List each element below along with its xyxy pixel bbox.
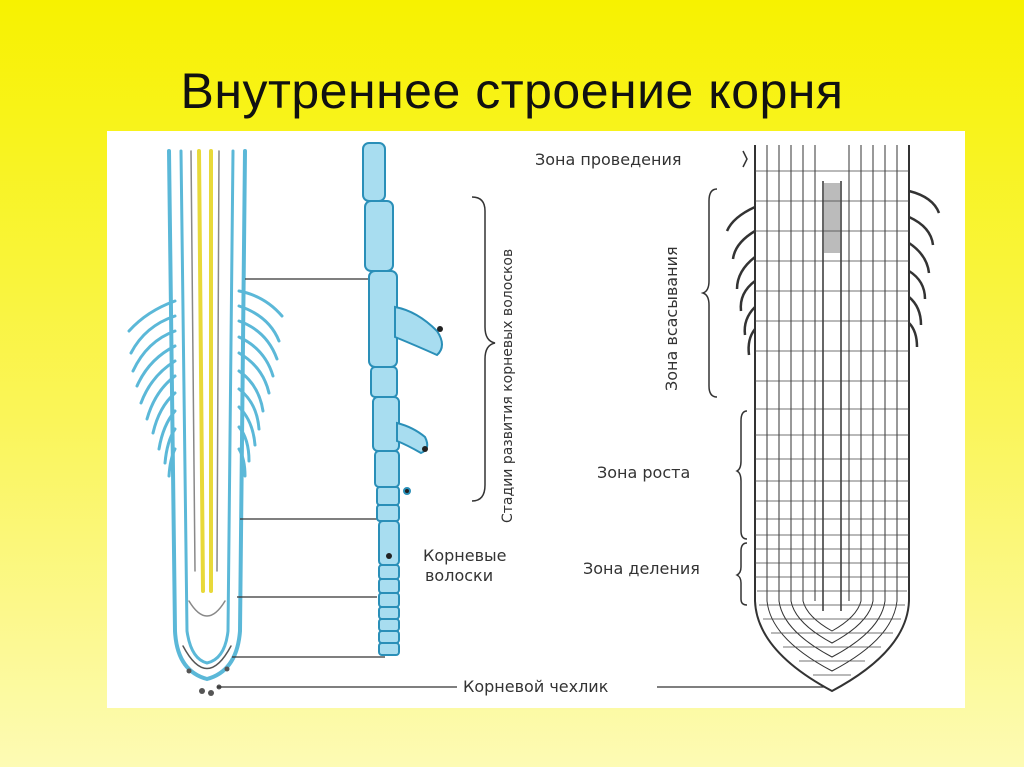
cellular-section-drawing [725,145,941,693]
label-root-cap: Корневой чехлик [463,677,609,696]
longitudinal-root-drawing [127,149,284,696]
label-conduction-zone: Зона проведения [535,150,682,169]
slide-title: Внутреннее строение корня [180,63,844,119]
connector-lines [217,278,825,688]
label-root-hairs-line1: Корневые [423,546,507,565]
root-structure-figure: Зона проведения Зона всасывания Зона рос… [107,131,965,708]
label-absorption-zone: Зона всасывания [662,246,681,391]
hair-stages-bracket [471,196,496,502]
label-division-zone: Зона деления [583,559,700,578]
section-root-hairs [725,189,941,356]
label-hair-development-stages: Стадии развития корневых волосков [500,248,516,523]
label-root-hairs-line2: волоски [425,566,494,585]
left-root-hairs [127,299,177,478]
zone-brackets [700,150,748,606]
label-growth-zone: Зона роста [597,463,691,482]
cell-column-drawing [362,142,443,656]
root-diagram-svg [127,142,941,696]
right-root-hairs [237,289,284,478]
